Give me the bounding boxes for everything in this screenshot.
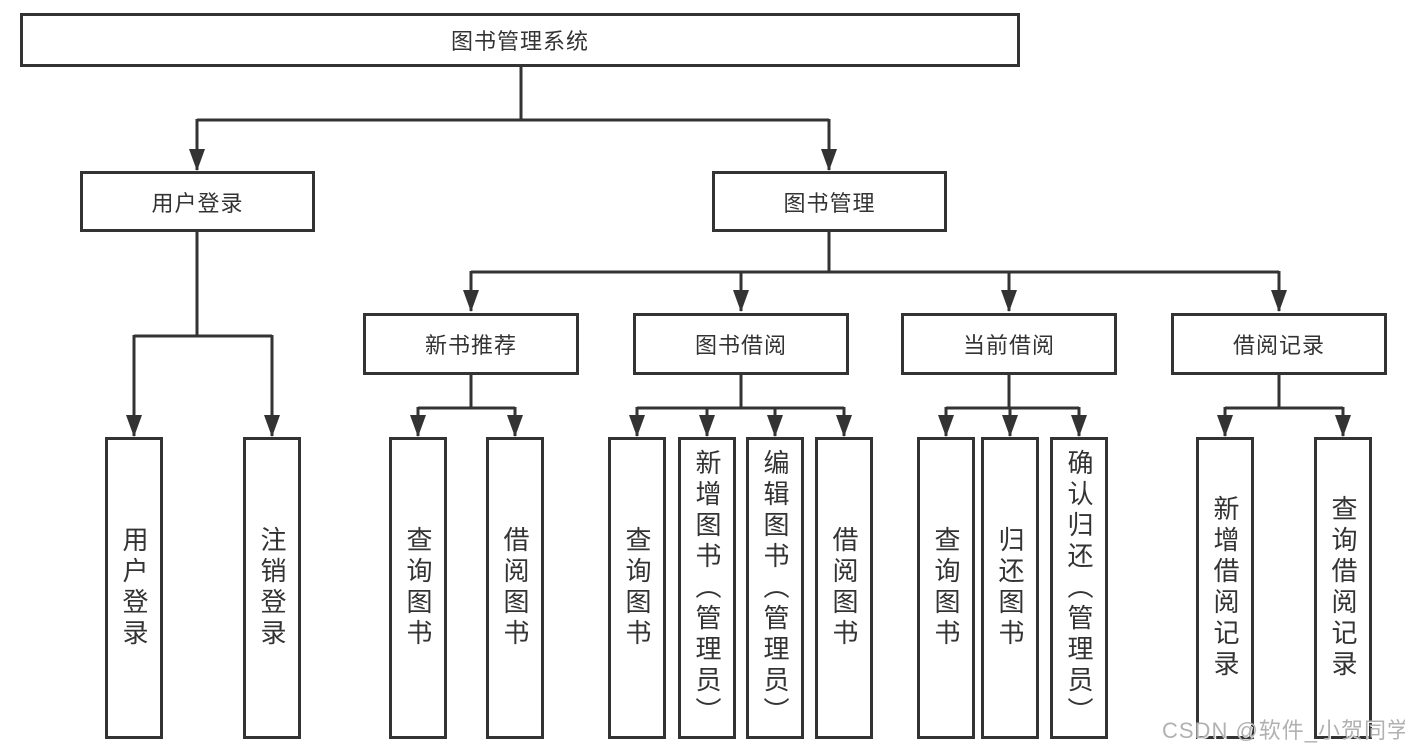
connector-book-borrowing-split bbox=[637, 375, 844, 410]
leaf-edit-books-admin: 编辑图书（管理员） bbox=[746, 437, 804, 739]
leaf-query-books-2: 查询图书 bbox=[608, 437, 666, 739]
node-root-system: 图书管理系统 bbox=[20, 13, 1020, 67]
node-user-login: 用户登录 bbox=[80, 171, 315, 232]
leaf-logout-label: 注销登录 bbox=[257, 526, 287, 650]
leaf-confirm-return-admin-label: 确认归还（管理员） bbox=[1064, 448, 1094, 728]
leaf-borrow-books-2: 借阅图书 bbox=[815, 437, 873, 739]
leaf-query-borrow-record-label: 查询借阅记录 bbox=[1328, 495, 1358, 681]
leaf-confirm-return-admin: 确认归还（管理员） bbox=[1050, 437, 1108, 739]
leaf-user-login-label: 用户登录 bbox=[119, 526, 149, 650]
node-book-borrowing-label: 图书借阅 bbox=[694, 333, 787, 358]
leaf-add-books-admin: 新增图书（管理员） bbox=[678, 437, 736, 739]
leaf-edit-books-admin-label: 编辑图书（管理员） bbox=[760, 448, 790, 728]
leaf-query-borrow-record: 查询借阅记录 bbox=[1314, 437, 1372, 739]
leaf-query-books-1-label: 查询图书 bbox=[403, 526, 433, 650]
node-book-management: 图书管理 bbox=[712, 171, 947, 232]
connector-user-login-split bbox=[134, 232, 272, 338]
node-new-book-recommend-label: 新书推荐 bbox=[424, 333, 517, 358]
node-borrow-records: 借阅记录 bbox=[1171, 313, 1387, 375]
leaf-query-books-3: 查询图书 bbox=[917, 437, 975, 739]
node-borrow-records-label: 借阅记录 bbox=[1232, 333, 1325, 358]
node-book-borrowing: 图书借阅 bbox=[633, 313, 849, 375]
leaf-query-books-3-label: 查询图书 bbox=[931, 526, 961, 650]
leaf-add-books-admin-label: 新增图书（管理员） bbox=[692, 448, 722, 728]
connector-borrow-records-split bbox=[1225, 375, 1343, 410]
node-book-management-label: 图书管理 bbox=[783, 190, 876, 216]
csdn-watermark: CSDN @软件_小贺同学 bbox=[1162, 718, 1405, 743]
leaf-user-login: 用户登录 bbox=[105, 437, 163, 739]
leaf-add-borrow-record-label: 新增借阅记录 bbox=[1210, 495, 1240, 681]
leaf-add-borrow-record: 新增借阅记录 bbox=[1196, 437, 1254, 739]
connector-new-book-recommend-split bbox=[418, 375, 515, 410]
leaf-query-books-1: 查询图书 bbox=[389, 437, 447, 739]
leaf-borrow-books-1-label: 借阅图书 bbox=[500, 526, 530, 650]
leaf-return-books-label: 归还图书 bbox=[995, 526, 1025, 650]
connector-book-management-split bbox=[471, 232, 1279, 274]
connector-root-to-level2 bbox=[197, 67, 829, 122]
node-root-label: 图书管理系统 bbox=[450, 29, 589, 54]
leaf-return-books: 归还图书 bbox=[981, 437, 1039, 739]
leaf-logout: 注销登录 bbox=[243, 437, 301, 739]
node-current-borrowing-label: 当前借阅 bbox=[962, 333, 1055, 358]
leaf-query-books-2-label: 查询图书 bbox=[622, 526, 652, 650]
leaf-borrow-books-2-label: 借阅图书 bbox=[829, 526, 859, 650]
node-new-book-recommend: 新书推荐 bbox=[363, 313, 579, 375]
node-current-borrowing: 当前借阅 bbox=[901, 313, 1117, 375]
connector-current-borrowing-split bbox=[946, 375, 1079, 410]
leaf-borrow-books-1: 借阅图书 bbox=[486, 437, 544, 739]
node-user-login-label: 用户登录 bbox=[151, 190, 244, 216]
